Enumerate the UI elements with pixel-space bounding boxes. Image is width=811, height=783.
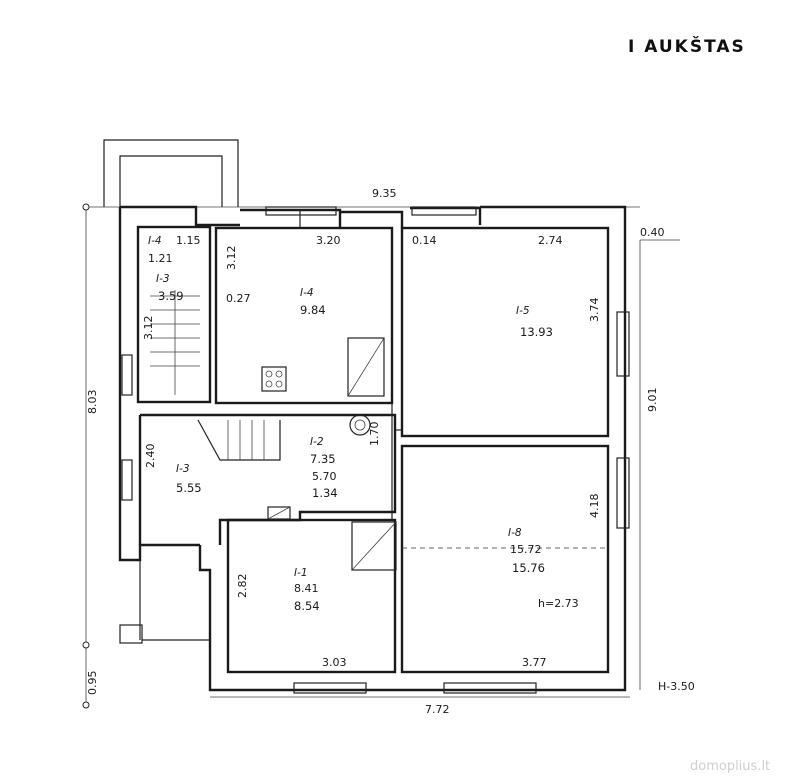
room-i8-side: 4.18 <box>588 494 601 519</box>
room-i5-area: 13.93 <box>520 325 553 339</box>
height-note: H-3.50 <box>658 680 695 693</box>
room-i1-side: 2.82 <box>236 574 249 599</box>
room-i2-area-old: 7.35 <box>310 452 336 466</box>
floor-title: I AUKŠTAS <box>628 35 746 57</box>
room-i8-area-old: 15.72 <box>510 543 542 556</box>
hall-code: I-3 <box>176 463 190 475</box>
room-i5-offset: 0.14 <box>412 234 437 247</box>
hall-area: 5.55 <box>176 481 202 495</box>
room-i8-width: 3.77 <box>522 656 547 669</box>
porch-outline <box>103 139 239 207</box>
room-i2-area-mid: 5.70 <box>312 470 337 483</box>
room-i3-dim: 3.12 <box>225 246 238 271</box>
dim-right-ext: 0.40 <box>640 226 665 239</box>
kitchen-code: I-4 <box>300 287 314 299</box>
fixtures <box>261 337 397 571</box>
room-i1-area: 8.54 <box>294 599 320 613</box>
stove-icon <box>261 366 287 392</box>
room-i5-code: I-5 <box>516 305 530 317</box>
watermark: domoplius.lt <box>690 759 770 774</box>
stairs <box>150 290 281 461</box>
dim-left-total: 8.03 <box>86 390 99 415</box>
room-i4-sub: 1.21 <box>148 252 173 265</box>
room-i3-area: 3.59 <box>158 289 184 303</box>
kitchen-offset: 0.27 <box>226 292 251 305</box>
kitchen-area: 9.84 <box>300 303 326 317</box>
room-i8-code: I-8 <box>508 527 522 539</box>
room-i2-side: 1.70 <box>368 422 381 447</box>
kitchen-width: 3.20 <box>316 234 341 247</box>
room-i4-dim: 1.15 <box>176 234 201 247</box>
inner-walls <box>136 225 610 674</box>
room-i4-code: I-4 <box>148 235 162 247</box>
room-i3-code: I-3 <box>156 273 170 285</box>
room-i5-width: 2.74 <box>538 234 563 247</box>
dim-bottom-total: 7.72 <box>425 703 450 716</box>
room-i1-width: 3.03 <box>322 656 347 669</box>
room-i1-code: I-1 <box>294 567 308 579</box>
room-i5-side: 3.74 <box>588 298 601 323</box>
outer-walls <box>118 205 627 692</box>
chimney-lower-icon <box>351 521 397 571</box>
room-i8-height: h=2.73 <box>538 597 579 610</box>
windows <box>121 206 630 694</box>
dim-right-total: 9.01 <box>646 388 659 413</box>
dim-top-total: 9.35 <box>372 187 397 200</box>
room-i8-area: 15.76 <box>512 561 545 575</box>
dimension-lines <box>82 203 680 709</box>
room-i2-area: 1.34 <box>312 486 338 500</box>
chimney-icon <box>347 337 385 397</box>
dim-left-bottom: 0.95 <box>86 671 99 696</box>
hall-side: 2.40 <box>144 444 157 469</box>
stair-dim: 3.12 <box>142 316 155 341</box>
boiler-icon <box>349 414 371 436</box>
room-i1-area-old: 8.41 <box>294 582 319 595</box>
room-i2-code: I-2 <box>310 436 324 448</box>
